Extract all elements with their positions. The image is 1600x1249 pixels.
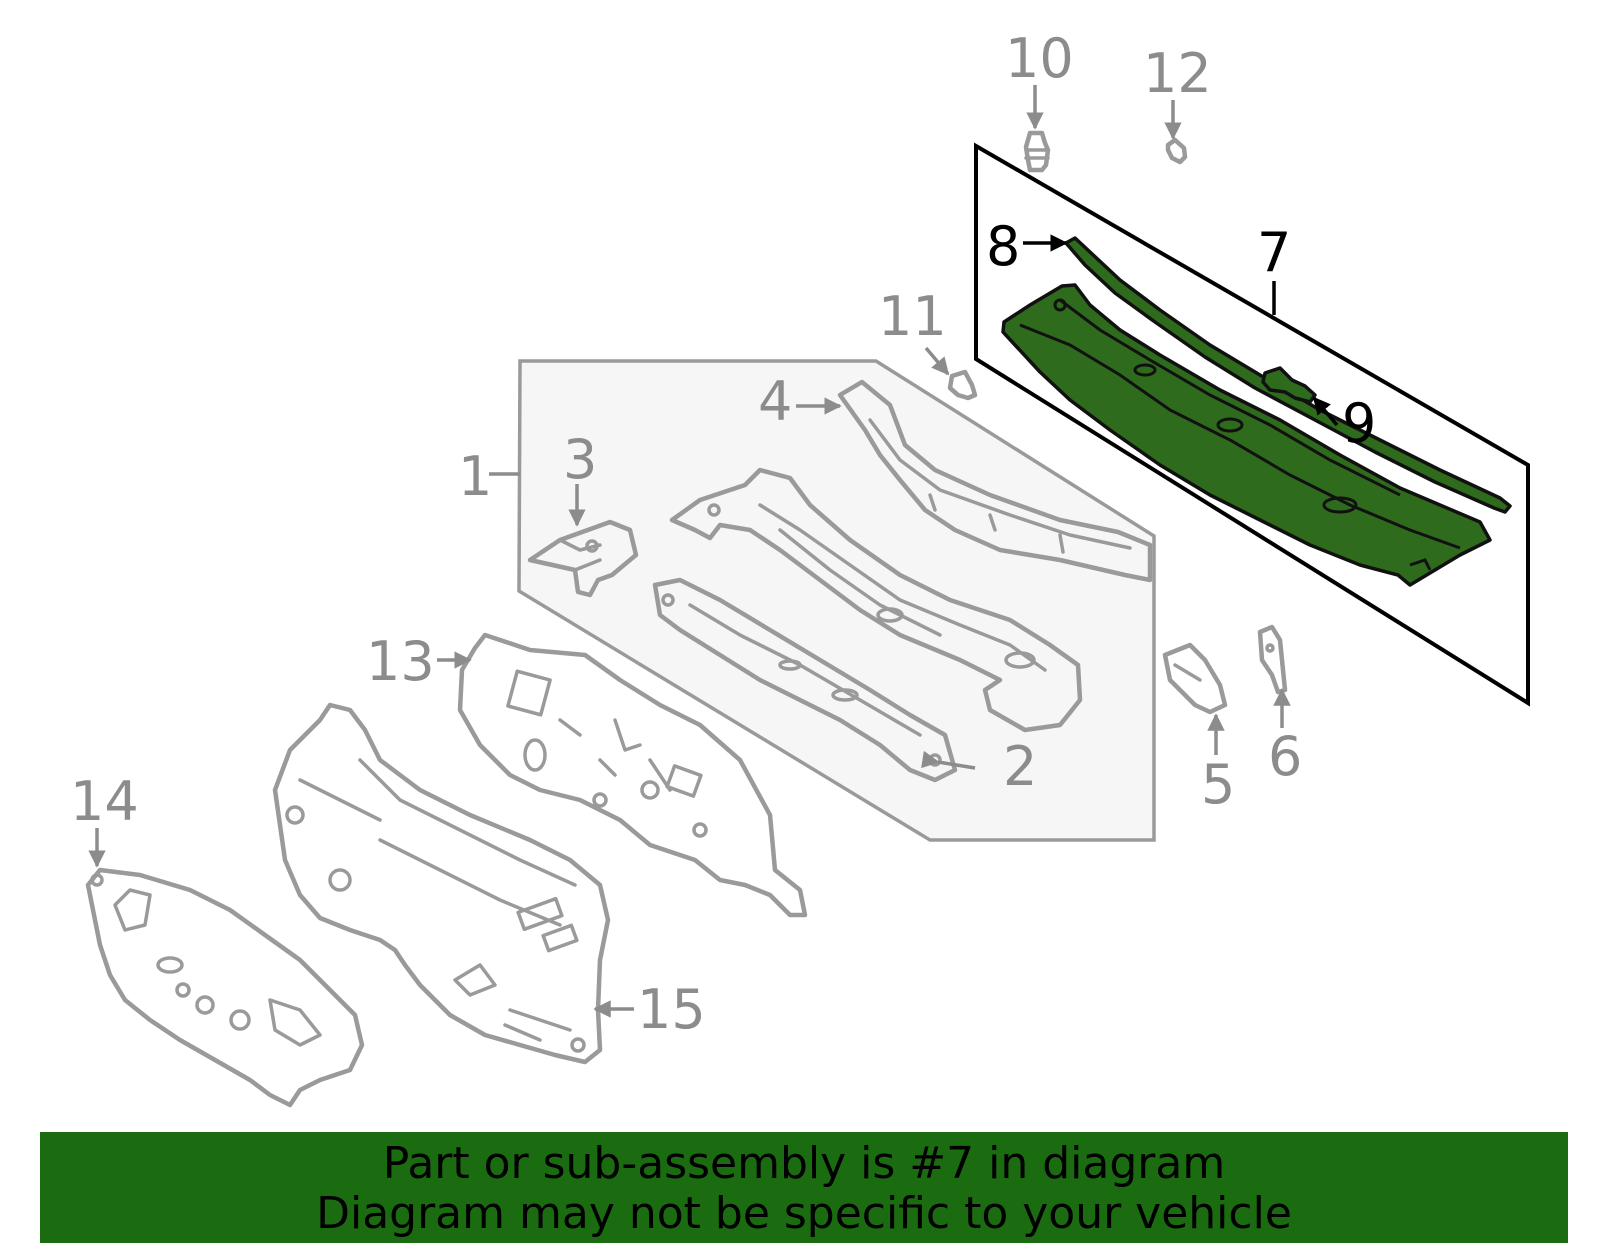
part-7-cowl-panel (1001, 283, 1492, 587)
callout-5: 5 (1201, 753, 1235, 816)
leader-11 (924, 346, 950, 376)
callout-1: 1 (458, 445, 492, 508)
assembly-1-box (517, 359, 1156, 842)
callout-3: 3 (563, 428, 597, 491)
callout-15: 15 (637, 978, 706, 1041)
part-14-insulator (85, 867, 365, 1108)
part-9-bracket (1261, 366, 1317, 404)
part-6-clip (1257, 624, 1288, 695)
callout-10: 10 (1005, 27, 1074, 90)
part-15-dash-panel (272, 702, 611, 1065)
callout-14: 14 (70, 770, 139, 833)
callout-12: 12 (1143, 42, 1212, 105)
part-11-clip (947, 369, 978, 401)
leader-9 (1312, 396, 1339, 427)
callout-9: 9 (1342, 392, 1376, 455)
callout-6: 6 (1268, 725, 1302, 788)
callout-4: 4 (758, 370, 792, 433)
callout-7: 7 (1257, 221, 1291, 284)
part-12-plug (1165, 137, 1188, 165)
callout-8: 8 (986, 215, 1020, 278)
part-13-panel (457, 632, 808, 918)
cowl-cross-member (669, 467, 1083, 733)
banner-line-1: Part or sub-assembly is #7 in diagram (382, 1138, 1226, 1189)
part-3-bracket (527, 519, 639, 598)
part-5-bracket (1162, 642, 1228, 715)
part-4-rail (837, 379, 1153, 583)
callout-2: 2 (1003, 735, 1037, 798)
banner-line-2: Diagram may not be specific to your vehi… (316, 1188, 1292, 1239)
callout-13: 13 (366, 630, 435, 693)
callout-11: 11 (878, 285, 947, 348)
info-banner: Part or sub-assembly is #7 in diagram Di… (40, 1132, 1568, 1243)
part-2-lower-member (652, 577, 958, 783)
part-10-clip (1023, 130, 1051, 173)
leader-2 (921, 750, 976, 770)
part-8-weatherstrip (1064, 236, 1512, 514)
